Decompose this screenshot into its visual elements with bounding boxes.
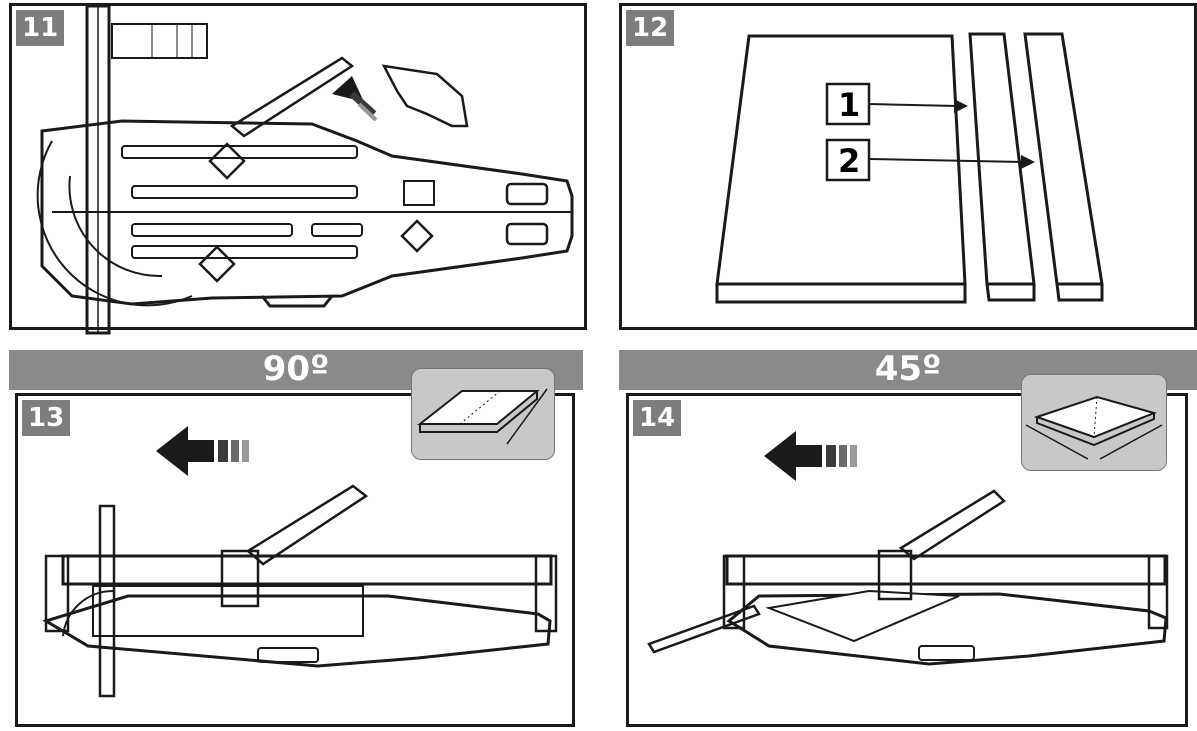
- tile-cutter-90: [42, 426, 558, 698]
- direction-arrow: [156, 426, 249, 476]
- tile-90-inset: [411, 368, 555, 460]
- motion-arrow: [332, 76, 378, 122]
- tile-45-inset: [1021, 374, 1167, 471]
- hand-icon: [381, 64, 469, 128]
- step-number: 11: [16, 10, 65, 46]
- cut-tile-pieces: 1 2: [715, 32, 1104, 304]
- tile-cutter-45: [647, 431, 1169, 666]
- panel-14: 14: [626, 374, 1188, 727]
- step-number: 13: [22, 400, 71, 436]
- label-2: 2: [838, 142, 860, 180]
- panel-11: 11: [9, 3, 587, 335]
- direction-arrow: [764, 431, 857, 481]
- tile-cutter-top-view: [36, 4, 574, 335]
- label-1: 1: [838, 86, 860, 124]
- step-number: 14: [633, 400, 682, 436]
- panel-12: 12 1 2: [619, 3, 1197, 330]
- panel-13: 13: [15, 368, 575, 727]
- step-number: 12: [626, 10, 675, 46]
